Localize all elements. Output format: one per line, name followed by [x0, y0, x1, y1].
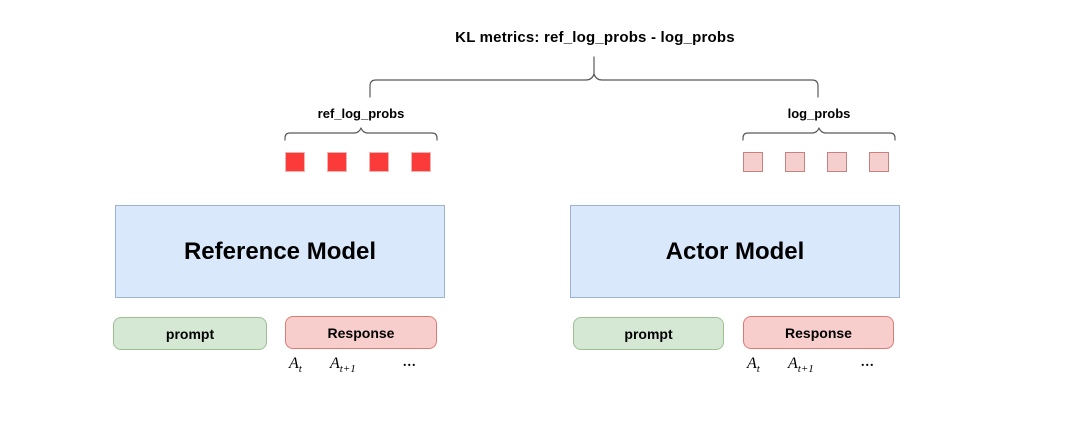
token-square — [327, 152, 347, 172]
big-brace — [369, 73, 819, 98]
ellipsis: ... — [861, 355, 875, 370]
action-token: At — [289, 355, 302, 376]
response-label: Response — [327, 324, 395, 341]
ref-log-probs-label: ref_log_probs — [317, 106, 405, 121]
token-square — [785, 152, 805, 172]
ellipsis: ... — [403, 355, 417, 370]
reference-model-label: Reference Model — [183, 237, 377, 265]
token-square — [743, 152, 763, 172]
right-token-brace — [742, 127, 896, 141]
token-square — [869, 152, 889, 172]
prompt-label: prompt — [624, 325, 673, 342]
response-box-right: Response — [743, 316, 894, 349]
reference-model-box: Reference Model — [115, 205, 445, 298]
action-token: At+1 — [330, 355, 356, 376]
log-probs-label: log_probs — [787, 106, 851, 121]
token-square — [369, 152, 389, 172]
prompt-box-right: prompt — [573, 317, 724, 350]
token-square — [827, 152, 847, 172]
response-label: Response — [785, 324, 852, 341]
action-token: At — [747, 355, 760, 376]
token-square — [411, 152, 431, 172]
token-square — [285, 152, 305, 172]
actor-model-label: Actor Model — [665, 237, 805, 265]
response-box-left: Response — [285, 316, 437, 349]
action-token: At+1 — [788, 355, 814, 376]
actor-model-box: Actor Model — [570, 205, 900, 298]
left-token-brace — [284, 127, 438, 141]
prompt-label: prompt — [165, 325, 215, 342]
prompt-box-left: prompt — [113, 317, 267, 350]
diagram-title: KL metrics: ref_log_probs - log_probs — [455, 29, 735, 46]
